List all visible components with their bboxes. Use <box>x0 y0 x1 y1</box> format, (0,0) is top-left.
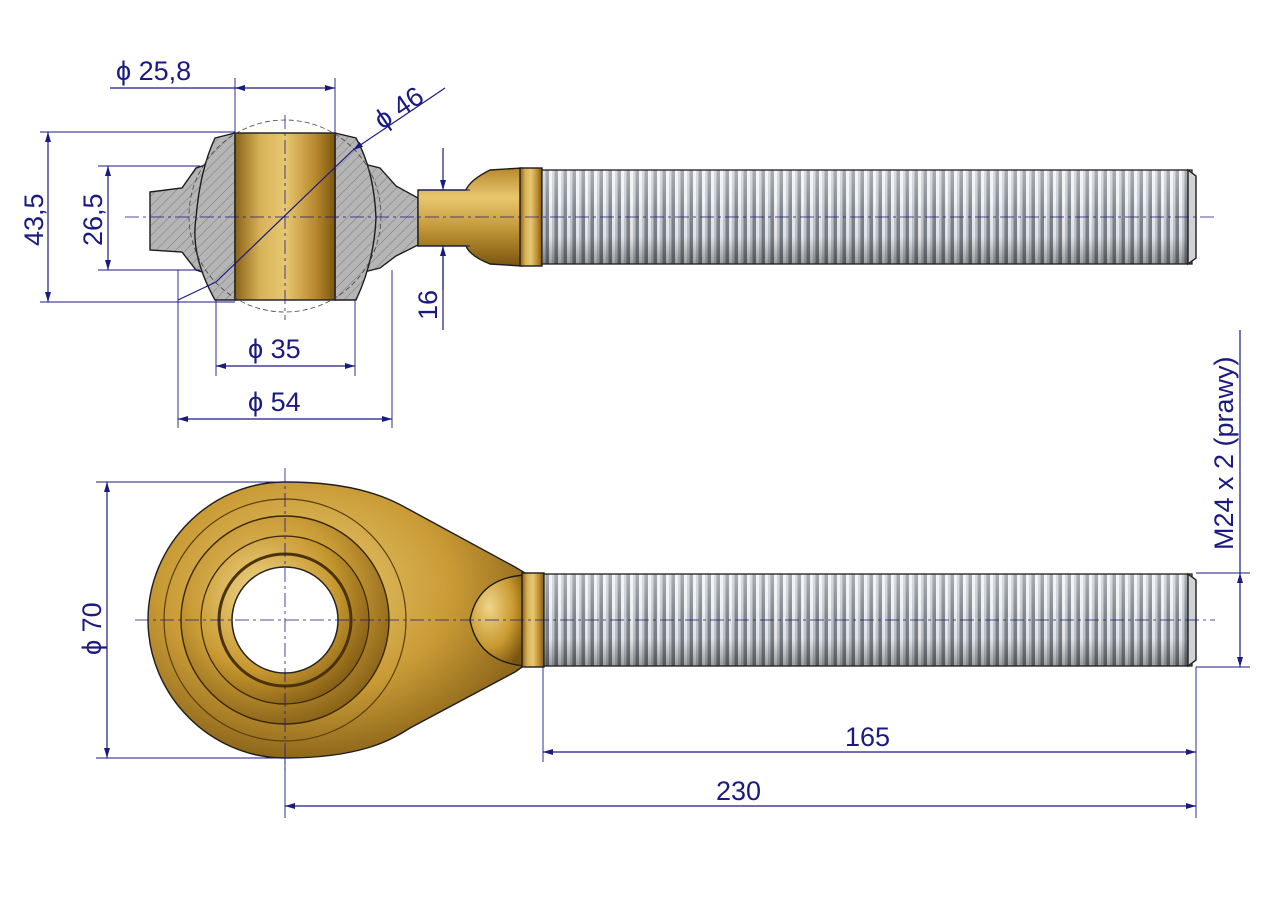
ball-section-left <box>194 132 236 301</box>
ball-section-right <box>334 132 377 301</box>
section-view <box>149 119 1197 313</box>
dim-ball-diameter: ϕ 46 <box>369 81 429 135</box>
dim-housing-diameter: ϕ 54 <box>248 387 301 417</box>
dimension-lines <box>40 78 1250 818</box>
dim-bore-inner-diameter: ϕ 25,8 <box>116 56 191 86</box>
dim-thread-length: 165 <box>845 722 890 752</box>
dim-thread-spec: M24 x 2 (prawy) <box>1209 356 1239 550</box>
dim-eye-diameter: ϕ 70 <box>77 602 107 655</box>
thread-end-chamfer <box>1187 168 1197 266</box>
dim-bore-outer-diameter: ϕ 35 <box>248 334 301 364</box>
dim-neck-diameter: 16 <box>413 290 443 320</box>
center-lines <box>125 115 1215 770</box>
dim-total-length: 230 <box>716 776 761 806</box>
dim-inner-height: 26,5 <box>78 193 108 246</box>
dim-ball-height: 43,5 <box>19 193 49 246</box>
